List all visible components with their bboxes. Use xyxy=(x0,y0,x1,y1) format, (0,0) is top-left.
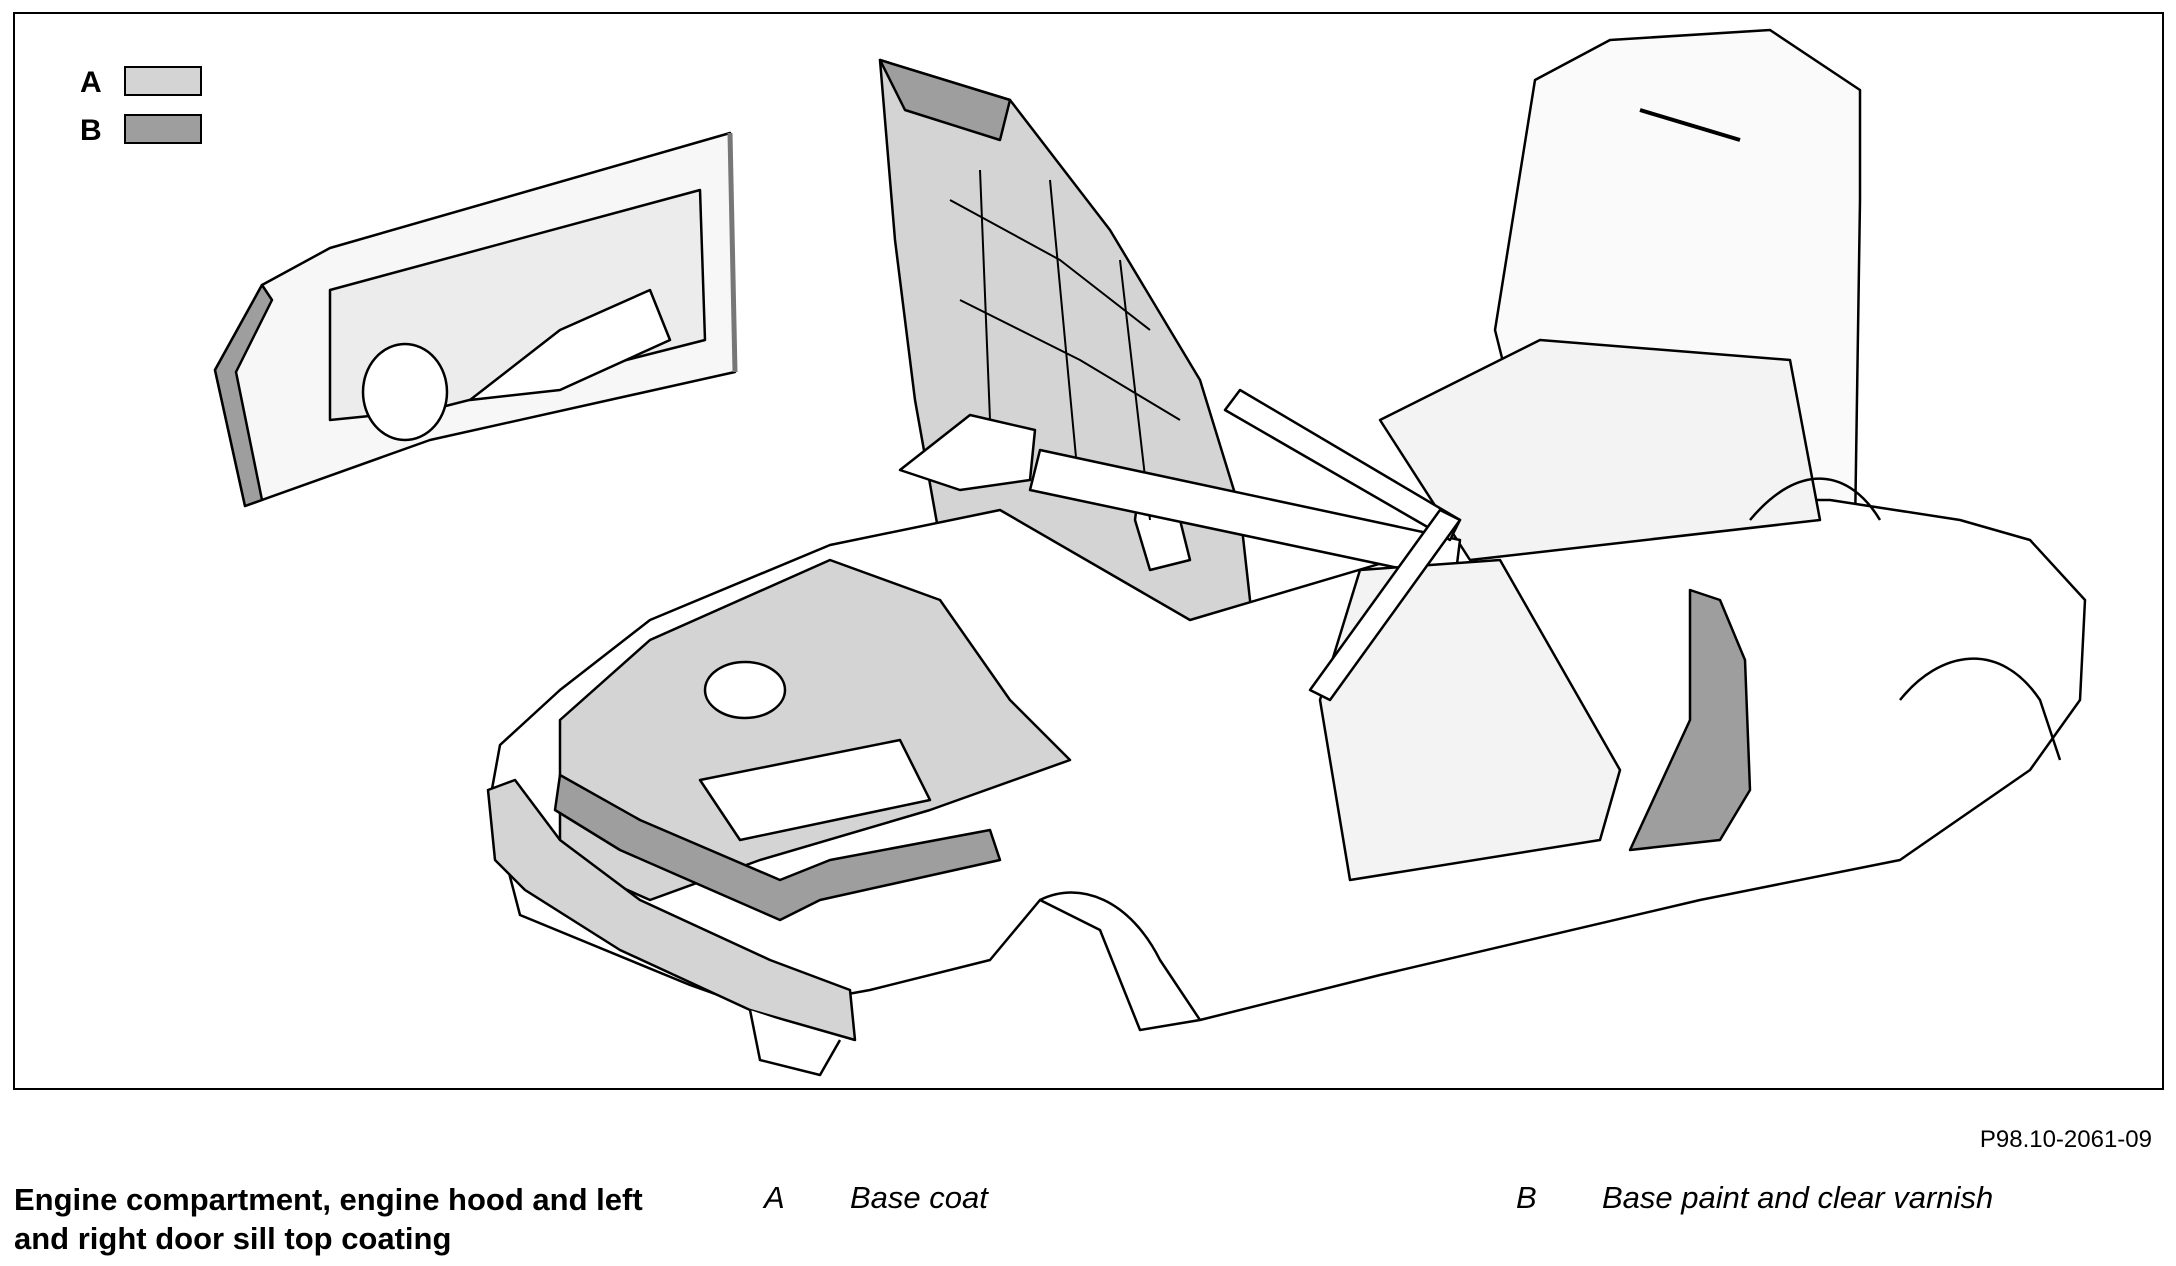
legend-text-key-b: B xyxy=(1516,1180,1537,1215)
legend-text-desc-b: Base paint and clear varnish xyxy=(1602,1180,1994,1215)
legend-key-a: A xyxy=(80,66,102,99)
legend-text-desc-a: Base coat xyxy=(850,1180,988,1215)
legend-swatch-a xyxy=(124,66,202,96)
body-shell xyxy=(488,338,2087,1032)
front-bumper-carrier xyxy=(486,778,857,1077)
legend-key-b: B xyxy=(80,114,102,147)
legend-text-key-a: A xyxy=(764,1180,785,1215)
figure-code: P98.10-2061-09 xyxy=(1979,1126,2152,1153)
door-sill-right xyxy=(1628,588,1752,852)
engine-compartment xyxy=(558,558,1072,902)
a-pillar xyxy=(1223,388,1462,702)
front-cross-member xyxy=(553,773,1002,922)
figure-caption: Engine compartment, engine hood and left… xyxy=(14,1182,643,1256)
door-panel xyxy=(213,131,738,508)
legend-swatch-b xyxy=(124,114,202,144)
